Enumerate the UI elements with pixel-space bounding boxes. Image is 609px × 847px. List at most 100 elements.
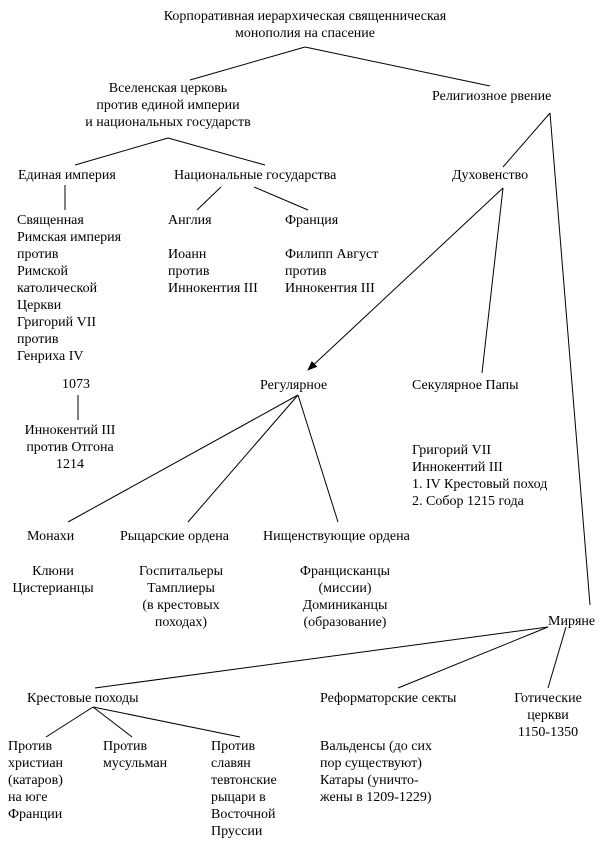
text-line: Готические xyxy=(514,691,582,706)
text-line: Григорий VII xyxy=(17,315,97,330)
regular-node: Регулярное xyxy=(260,377,327,394)
secular-node: Секулярное Папы xyxy=(412,377,519,394)
text-line: Англия xyxy=(168,213,212,228)
text-line: мусульман xyxy=(103,756,168,771)
connector-root-universal xyxy=(189,46,306,81)
single-empire-node: Единая империя xyxy=(18,167,116,184)
text-line: 1150-1350 xyxy=(517,725,579,740)
connector-regular-monks xyxy=(67,394,299,523)
text-line: (катаров) xyxy=(8,773,63,788)
text-line: тевтонские xyxy=(211,773,277,788)
text-line: Против xyxy=(103,739,148,754)
crusades-node: Крестовые походы xyxy=(27,690,139,707)
text-line: Римской xyxy=(17,264,68,279)
text-line: Восточной xyxy=(211,807,276,822)
connector-laity-crusades xyxy=(94,626,549,689)
text-line: Единая империя xyxy=(18,168,116,183)
connector-laity-gothic xyxy=(547,626,567,689)
connector-clergy-secular xyxy=(481,187,504,374)
text-line: против единой империи xyxy=(96,98,240,113)
text-line: (в крестовых xyxy=(142,598,220,613)
text-line: Миряне xyxy=(548,614,596,629)
text-line: пор существуют) xyxy=(320,756,422,771)
clergy-node: Духовенство xyxy=(452,167,528,184)
connector-universal-national xyxy=(167,137,266,166)
text-line: Пруссии xyxy=(211,824,263,839)
connector-laity-sects xyxy=(397,626,549,689)
text-line: Религиозное рвение xyxy=(432,89,552,104)
text-line: Вальденсы (до сих xyxy=(320,739,432,754)
popes-detail: Григорий VII Иннокентий III 1. IV Крестовы… xyxy=(412,442,547,510)
text-line: на юге xyxy=(8,790,48,805)
text-line: Катары (уничто- xyxy=(320,773,419,788)
text-line: Реформаторские секты xyxy=(320,691,457,706)
text-line: против xyxy=(285,264,327,279)
text-line: (миссии) xyxy=(318,581,372,596)
connector-crusades-christians xyxy=(45,706,94,738)
text-line: Франции xyxy=(8,807,63,822)
connector-clergy-regular xyxy=(307,187,504,371)
text-line: 1214 xyxy=(56,457,84,472)
text-line: Нищенствующие ордена xyxy=(263,529,410,544)
connector-regular-knights xyxy=(187,394,299,523)
text-line: 1. IV Крестовый поход xyxy=(412,477,548,492)
religious-zeal-node: Религиозное рвение xyxy=(432,88,551,105)
text-line: жены в 1209-1229) xyxy=(320,790,432,805)
text-line: против xyxy=(168,264,210,279)
root-node: Корпоративная иерархическая священническ… xyxy=(164,8,446,42)
text-line: рыцари в xyxy=(211,790,266,805)
gothic-churches-node: Готические церкви 1150-1350 xyxy=(514,690,582,741)
text-line: Иннокентий III xyxy=(24,423,116,438)
text-line: Священная xyxy=(17,213,84,228)
text-line: Цистерианцы xyxy=(12,581,94,596)
text-line: Крестовые походы xyxy=(27,691,139,706)
text-line: Тамплиеры xyxy=(147,581,215,596)
laity-node: Миряне xyxy=(548,613,595,630)
text-line: Против xyxy=(8,739,53,754)
connector-universal-empire xyxy=(74,137,169,166)
text-line: 2. Собор 1215 года xyxy=(412,494,524,509)
text-line: Григорий VII xyxy=(412,443,492,458)
text-line: (образование) xyxy=(303,615,387,630)
text-line: Национальные государства xyxy=(174,168,337,183)
text-line: Монахи xyxy=(27,529,75,544)
text-line: Генриха IV xyxy=(17,349,84,364)
text-line: Церкви xyxy=(17,298,62,313)
text-line: католической xyxy=(17,281,98,296)
text-line: Иннокентия III xyxy=(168,281,258,296)
england-node: Англия xyxy=(168,212,212,229)
text-line: Иннокентий III xyxy=(412,460,503,475)
text-line: христиан xyxy=(8,756,64,771)
france-node: Франция xyxy=(285,212,338,229)
connector-national-france xyxy=(253,186,309,211)
text-line: Госпитальеры xyxy=(138,564,224,579)
monks-node: Монахи xyxy=(27,528,74,545)
national-states-node: Национальные государства xyxy=(174,167,336,184)
connector-crusades-muslims xyxy=(92,706,133,738)
text-line: Рыцарские ордена xyxy=(120,529,229,544)
text-line: Францисканцы xyxy=(299,564,391,579)
connector-crusades-slavs xyxy=(92,706,241,738)
text-line: Клюни xyxy=(32,564,74,579)
text-line: Филипп Август xyxy=(285,247,379,262)
mendicant-detail: Францисканцы (миссии) Доминиканцы (образова… xyxy=(300,563,390,631)
reform-sects-node: Реформаторские секты xyxy=(320,690,456,707)
text-line: Доминиканцы xyxy=(302,598,388,613)
text-line: церкви xyxy=(527,708,569,723)
text-line: монополия на спасение xyxy=(235,26,375,41)
text-line: Франция xyxy=(285,213,339,228)
text-line: Регулярное xyxy=(260,378,328,393)
text-line: Иоанн xyxy=(168,247,207,262)
year-1073: 1073 xyxy=(62,376,90,393)
connector-root-zeal xyxy=(304,46,491,87)
